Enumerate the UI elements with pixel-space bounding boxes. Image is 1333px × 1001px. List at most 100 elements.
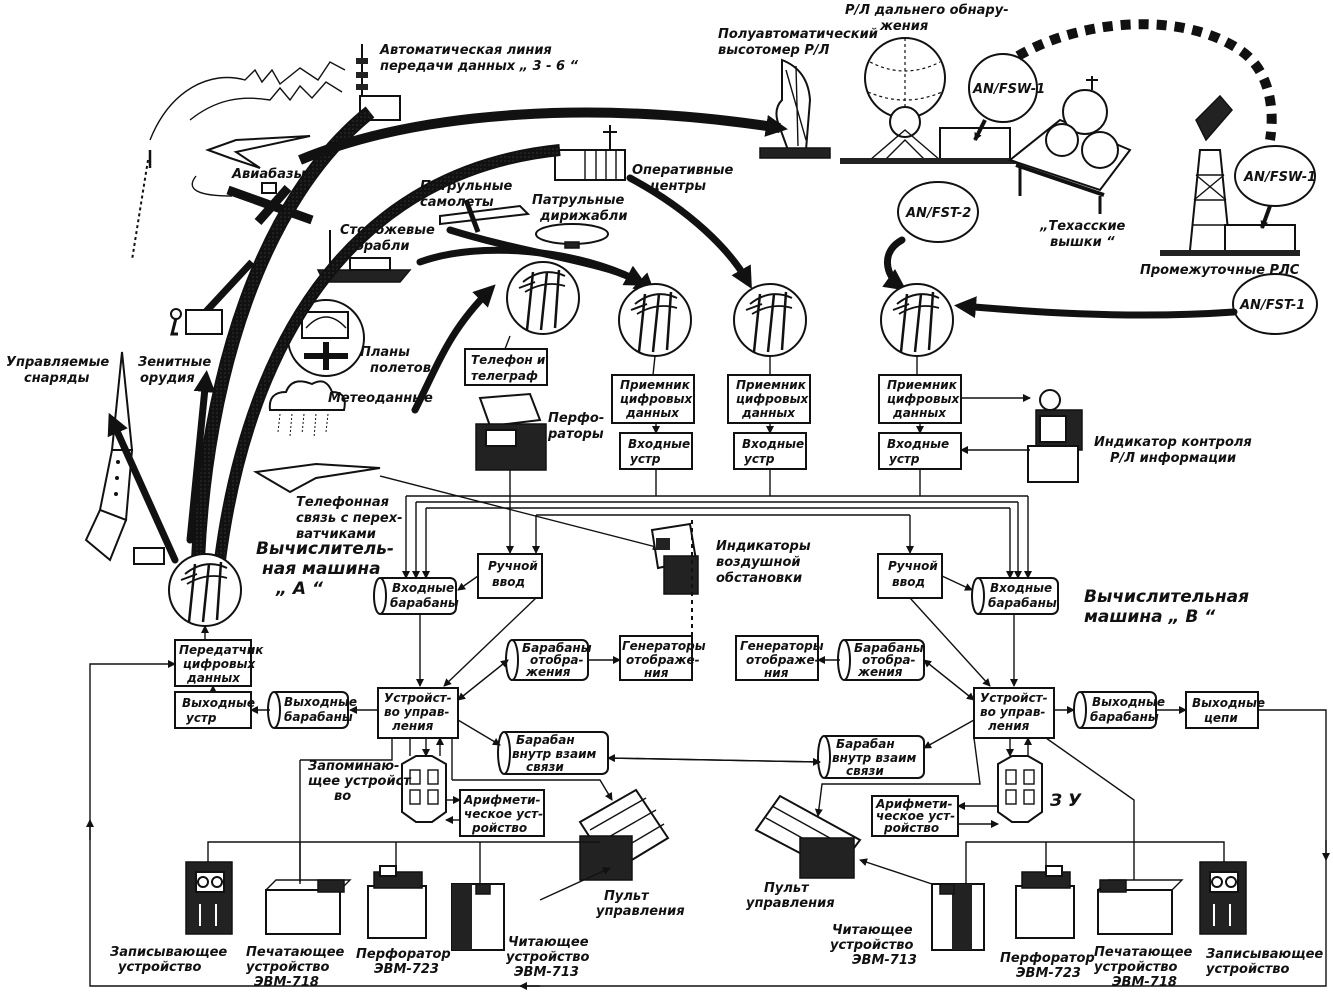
svg-text:отобра-: отобра-: [530, 653, 584, 667]
flight-plans-label: Планы полетов: [360, 345, 431, 376]
svg-text:барабаны: барабаны: [284, 710, 353, 724]
receiver-box-1: Приемник цифровых данных: [611, 374, 695, 424]
svg-text:Приемник: Приемник: [620, 378, 691, 392]
output-circuits-b: Выходные цепи: [1185, 691, 1265, 729]
perforator-a-icon: [367, 865, 427, 939]
receiver-box-2: Приемник цифровых данных: [727, 374, 811, 424]
svg-text:Входные: Входные: [990, 581, 1052, 595]
svg-text:Входные: Входные: [392, 581, 454, 595]
svg-text:Передатчик: Передатчик: [179, 643, 264, 657]
svg-text:Генераторы: Генераторы: [622, 639, 706, 653]
radio-link-icon: [149, 61, 346, 141]
svg-text:ния: ния: [764, 666, 789, 680]
cloud-icon: [268, 380, 346, 439]
picket-ship-icon: [316, 230, 412, 283]
svg-text:данных: данных: [625, 406, 680, 420]
airbases-label: Авиабазы: [231, 167, 306, 182]
patrol-plane-icon: [439, 199, 531, 233]
svg-text:Барабаны: Барабаны: [522, 641, 592, 655]
svg-text:связи: связи: [526, 760, 564, 774]
svg-text:цепи: цепи: [1204, 711, 1238, 725]
svg-text:Приемник: Приемник: [887, 378, 958, 392]
guided-missiles-label: Управляемые снаряды: [6, 355, 114, 386]
data-bus: [379, 469, 1032, 579]
console-b-label: Пульт управления: [746, 881, 835, 911]
zu-label: З У: [1049, 791, 1082, 811]
height-finder-radar-icon: [759, 58, 831, 159]
phone-telegraph-box: Телефон и телеграф: [464, 348, 548, 386]
svg-text:телеграф: телеграф: [471, 369, 538, 383]
svg-text:жения: жения: [525, 665, 571, 679]
radio-link-icon: [189, 81, 343, 121]
svg-text:Ручной: Ручной: [888, 559, 938, 573]
recorder-b-icon: [1199, 861, 1247, 935]
svg-text:ввод: ввод: [492, 575, 525, 589]
input-device-box-1: Входные устр: [619, 432, 693, 470]
svg-text:AN/FST-1: AN/FST-1: [1239, 298, 1305, 313]
op-centers-label: Оперативные центры: [632, 163, 738, 194]
reader-b-icon: [931, 883, 985, 951]
svg-text:цифровых: цифровых: [183, 657, 256, 671]
svg-text:Выходные: Выходные: [1192, 696, 1265, 710]
reader-b-label: Читающее устройство ЭВМ-713: [830, 923, 918, 968]
svg-text:Арифмети-: Арифмети-: [463, 793, 541, 807]
svg-text:ройство: ройство: [471, 821, 527, 835]
svg-text:Устройст-: Устройст-: [980, 691, 1048, 705]
computer-b-label: Вычислительная машина „ В “: [1084, 587, 1255, 627]
display-generators-a: Генераторы отображе- ния: [619, 635, 706, 681]
flight-plans-icon: [287, 299, 365, 377]
arith-unit-a: Арифмети- ческое уст- ройство: [459, 789, 545, 837]
svg-text:Генераторы: Генераторы: [740, 639, 824, 653]
operation-center-icon: [554, 125, 626, 181]
intermediate-radar-label: Промежуточные РЛС: [1140, 263, 1300, 278]
airbase-icon: [191, 135, 314, 225]
computer-a-label: Вычислитель- ная машина „ А “: [256, 539, 400, 599]
svg-text:Выходные: Выходные: [284, 695, 357, 709]
svg-text:данных: данных: [892, 406, 947, 420]
control-console-a-icon: [578, 788, 670, 881]
svg-text:Барабаны: Барабаны: [854, 641, 924, 655]
svg-text:AN/FST-2: AN/FST-2: [905, 206, 971, 221]
air-situation-indicator-icon: [650, 520, 699, 640]
inner-drum-b: Барабан внутр взаим связи: [817, 735, 925, 779]
input-device-box-3: Входные устр: [878, 432, 962, 470]
printer-a-label: Печатающее устройство ЭВМ-718: [246, 945, 349, 990]
receiver-antenna-4: [880, 283, 954, 357]
svg-text:барабаны: барабаны: [988, 596, 1057, 610]
input-device-box-2: Входные устр: [733, 432, 807, 470]
display-generators-b: Генераторы отображе- ния: [735, 635, 824, 681]
printer-b-label: Печатающее устройство ЭВМ-718: [1094, 945, 1197, 990]
perforators-label: Перфо- раторы: [547, 411, 609, 442]
receiver-antenna-2: [618, 283, 692, 357]
svg-text:AN/FSW-1: AN/FSW-1: [1243, 170, 1316, 185]
outer-feedback-loop: [89, 660, 1327, 987]
svg-text:во управ-: во управ-: [980, 705, 1045, 719]
patrol-airship-icon: [535, 223, 609, 249]
svg-text:внутр взаим: внутр взаим: [832, 751, 917, 765]
printer-a-icon: [265, 879, 352, 935]
an-fst1-circle: AN/FST-1: [1232, 273, 1318, 335]
patrol-airships-label: Патрульные дирижабли: [532, 193, 629, 224]
svg-text:устр: устр: [889, 452, 920, 466]
svg-text:цифровых: цифровых: [736, 392, 809, 406]
receiver-antenna-3: [733, 283, 807, 357]
svg-text:устр: устр: [630, 452, 661, 466]
svg-text:ческое уст-: ческое уст-: [464, 807, 543, 821]
svg-text:цифровых: цифровых: [620, 392, 693, 406]
auto-line-label: Автоматическая линия передачи данных „ 3…: [379, 43, 579, 74]
recorder-a-icon: [185, 861, 233, 935]
svg-text:ления: ления: [988, 719, 1030, 733]
svg-text:во управ-: во управ-: [384, 705, 449, 719]
svg-text:Входные: Входные: [887, 437, 949, 451]
height-finder-label: Полуавтоматический высотомер Р/Л: [718, 27, 882, 58]
svg-text:ления: ления: [392, 719, 434, 733]
svg-text:цифровых: цифровых: [887, 392, 960, 406]
output-drums-b: Выходные барабаны: [1073, 691, 1165, 729]
svg-text:внутр взаим: внутр взаим: [512, 747, 597, 761]
long-range-radar-label: Р/Л дальнего обнару- жения: [845, 3, 1013, 34]
input-drums-b: Входные барабаны: [971, 577, 1059, 615]
manual-input-box-a: Ручной ввод: [477, 553, 543, 599]
perforator-b-label: Перфоратор ЭВМ-723: [1000, 951, 1099, 981]
transmitter-box-a: Передатчик цифровых данных: [174, 639, 264, 687]
